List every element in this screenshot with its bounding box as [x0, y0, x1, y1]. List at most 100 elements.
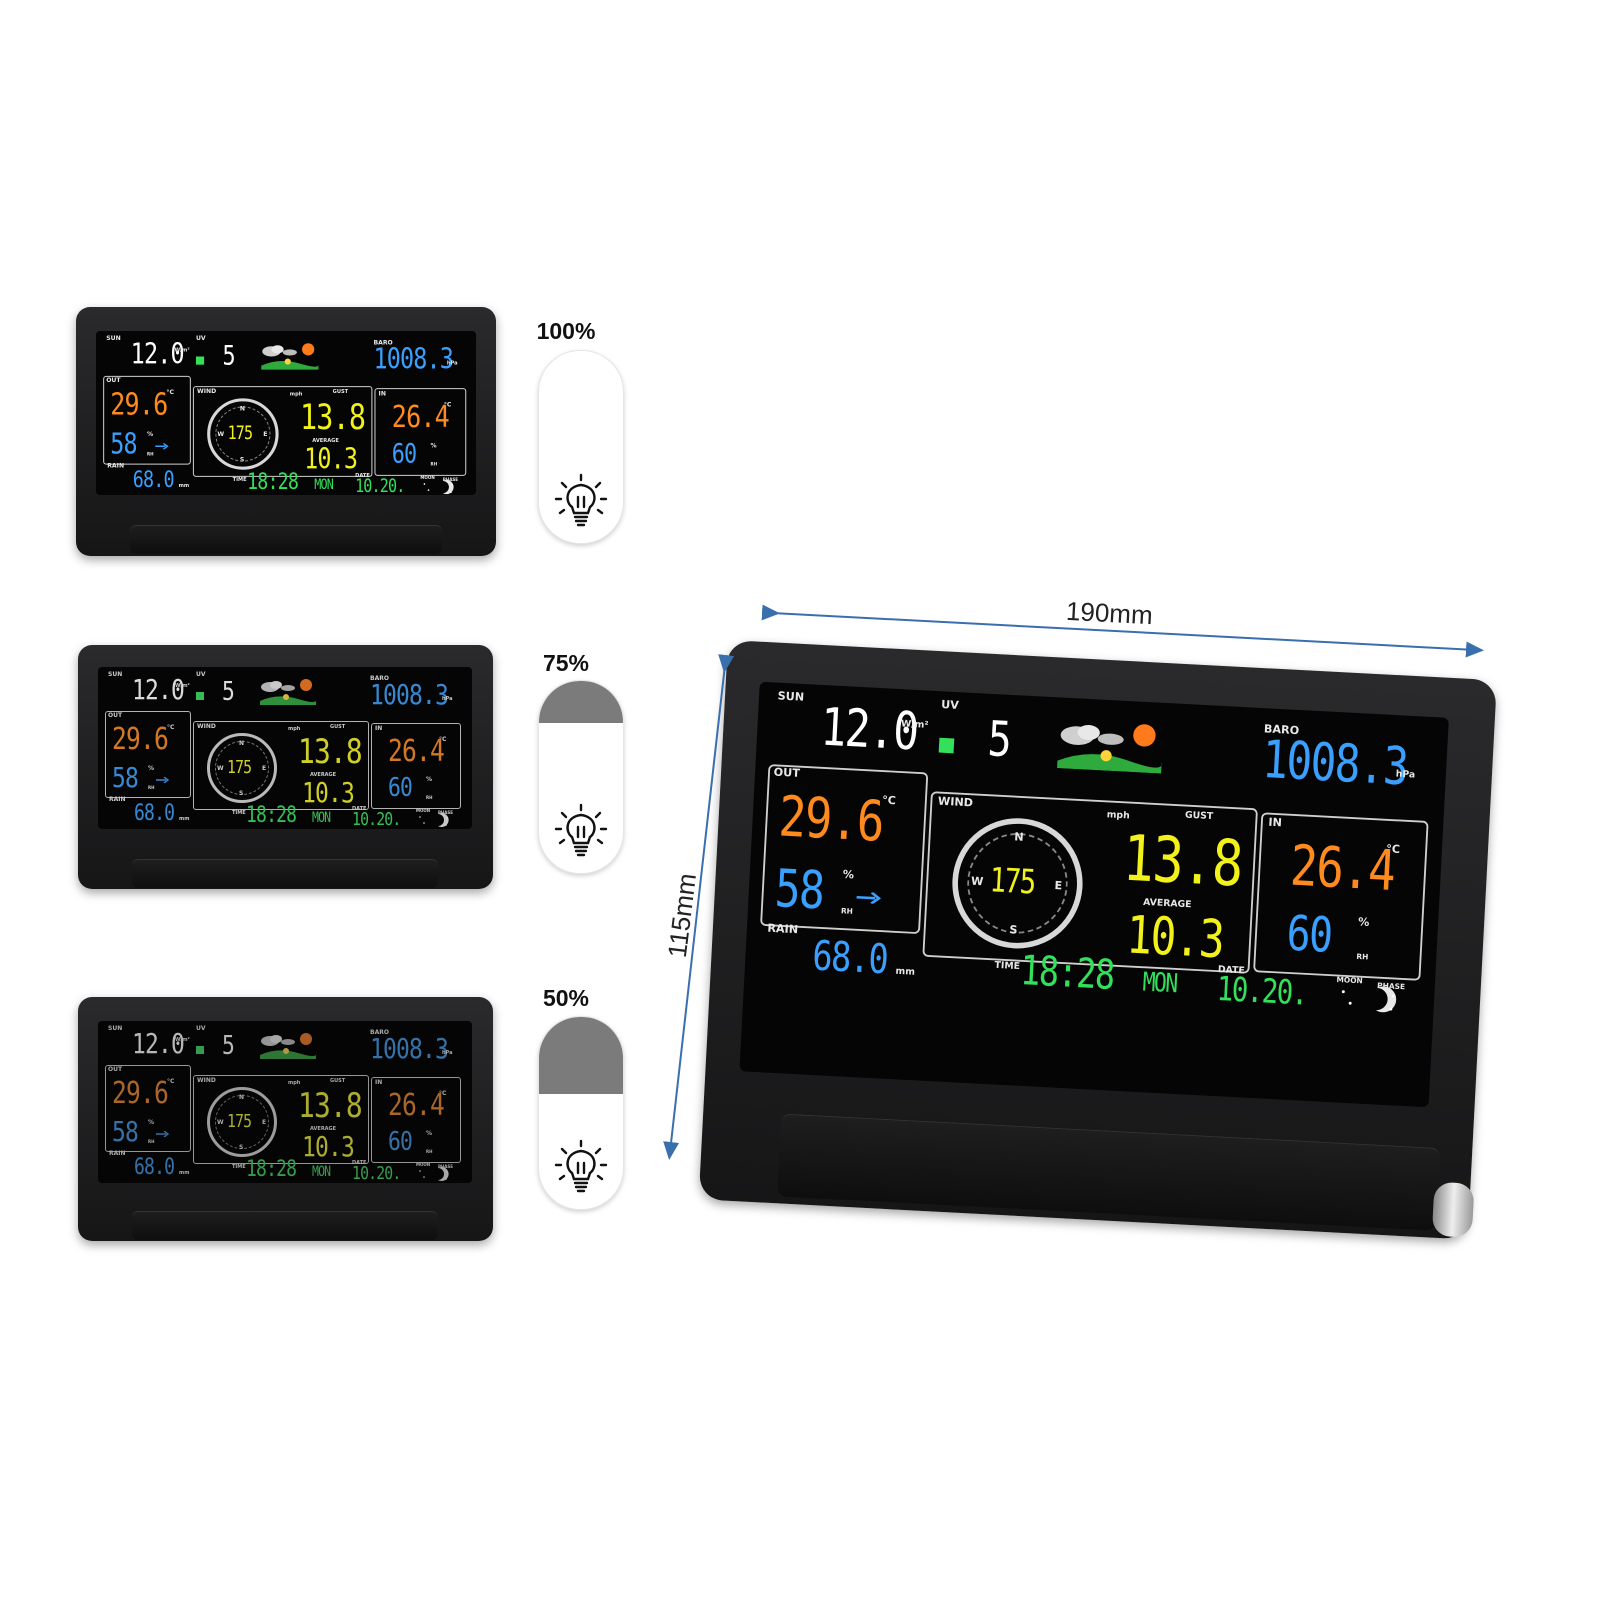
compass-w: W — [217, 430, 225, 439]
baro-label: BARO — [370, 675, 389, 682]
phase-label: PHASE — [442, 476, 459, 482]
compass-s: S — [239, 790, 244, 797]
wind-direction: 175 — [227, 422, 254, 445]
phase-label: PHASE — [438, 1164, 453, 1169]
wind-panel — [193, 1075, 369, 1164]
weather-forecast-icon — [260, 1033, 317, 1059]
in-humidity-unit: % — [430, 442, 437, 450]
screen-bezel: SUN 12.0 W/m² UV 5 BARO 1008.3 hPa OUT 2… — [98, 667, 472, 829]
sun-unit: W/m² — [174, 347, 190, 354]
wind-panel — [193, 721, 369, 810]
screen-bezel: SUN 12.0 W/m² UV 5 BARO 1008.3 hPa OUT 2… — [96, 331, 476, 495]
in-temp: 26.4 — [388, 734, 445, 769]
sun-label: SUN — [108, 1025, 123, 1032]
wind-gust: 13.8 — [300, 397, 366, 439]
out-humidity: 58 — [112, 761, 139, 794]
average-label: AVERAGE — [310, 1126, 337, 1132]
in-temp: 26.4 — [388, 1088, 445, 1123]
brightness-percent: 50% — [542, 985, 590, 1011]
lcd-screen: SUN 12.0 W/m² UV 5 BARO 1008.3 hPa OUT 2… — [744, 682, 1447, 1015]
weather-forecast-icon — [260, 679, 317, 705]
sun-unit: W/m² — [175, 1037, 190, 1043]
out-humidity-rh: RH — [148, 1139, 155, 1144]
moon-label: MOON — [416, 808, 431, 813]
in-humidity-unit: % — [426, 776, 433, 783]
moon-label: MOON — [420, 474, 435, 480]
compass-n: N — [239, 1094, 245, 1101]
in-humidity-unit: % — [426, 1130, 433, 1137]
brightness-pill — [538, 350, 624, 544]
in-humidity: 60 — [391, 439, 417, 470]
brightness-fill — [539, 1017, 623, 1094]
out-temp: 29.6 — [110, 387, 168, 423]
compass-w: W — [217, 765, 224, 772]
rain-value: 68.0 — [132, 467, 175, 494]
in-panel — [374, 388, 467, 476]
baro-unit: hPa — [442, 696, 453, 702]
baro-label: BARO — [373, 339, 393, 347]
weather-forecast-icon — [261, 343, 319, 370]
light-bulb-icon — [554, 473, 608, 527]
date-value: 10.20. — [352, 809, 401, 829]
sun-value: 12.0 — [132, 673, 185, 706]
compass-e: E — [262, 1119, 267, 1126]
in-label: IN — [375, 725, 383, 732]
in-temp: 26.4 — [391, 399, 450, 436]
wind-direction: 175 — [227, 1111, 252, 1132]
uv-value: 5 — [222, 677, 235, 707]
sun-label: SUN — [106, 335, 121, 343]
time-label: TIME — [232, 1164, 246, 1170]
wind-label: WIND — [197, 723, 216, 730]
in-humidity: 60 — [388, 1127, 413, 1157]
rain-label: RAIN — [109, 796, 126, 803]
day-value: MON — [312, 1164, 331, 1180]
average-label: AVERAGE — [310, 772, 337, 778]
compass-e: E — [262, 765, 267, 772]
out-humidity: 58 — [112, 1115, 139, 1148]
in-temp-unit: °C — [439, 1090, 447, 1097]
compass-icon — [207, 733, 277, 803]
uv-level-square — [195, 356, 205, 365]
brightness-percent: 100% — [536, 318, 596, 344]
out-temp: 29.6 — [112, 1076, 169, 1111]
time-label: TIME — [232, 476, 247, 483]
wind-average: 10.3 — [302, 776, 355, 809]
weather-station-50: SUN 12.0 W/m² UV 5 BARO 1008.3 hPa OUT 2… — [78, 997, 493, 1241]
wind-direction: 175 — [227, 757, 252, 778]
in-humidity-rh: RH — [430, 461, 438, 467]
brightness-pill — [538, 1016, 624, 1210]
time-value: 18:28 — [246, 803, 297, 828]
out-humidity-rh: RH — [147, 451, 154, 457]
average-label: AVERAGE — [312, 438, 339, 445]
out-temp-unit: °C — [167, 1078, 175, 1085]
compass-w: W — [217, 1119, 224, 1126]
out-temp-unit: °C — [167, 724, 175, 731]
time-label: TIME — [232, 810, 246, 816]
date-value: 10.20. — [352, 1163, 401, 1183]
light-bulb-icon — [554, 1139, 608, 1193]
brightness-pill — [538, 680, 624, 874]
baro-value: 1008.3 — [370, 678, 449, 711]
stand-hinge — [130, 525, 442, 554]
arrow-right-icon — [856, 891, 882, 905]
day-value: MON — [314, 476, 333, 494]
out-humidity-unit: % — [147, 430, 154, 439]
baro-unit: hPa — [442, 1050, 453, 1056]
baro-unit: hPa — [446, 360, 458, 367]
in-label: IN — [375, 1079, 383, 1086]
brightness-percent: 75% — [542, 650, 590, 676]
rain-label: RAIN — [107, 462, 125, 470]
in-temp-unit: °C — [443, 401, 452, 409]
arrow-right-icon — [155, 443, 169, 450]
date-label: DATE — [352, 1160, 367, 1166]
out-humidity-unit: % — [148, 1119, 155, 1126]
time-value: 18:28 — [246, 469, 299, 495]
uv-level-square — [196, 1046, 204, 1054]
out-panel — [105, 711, 191, 798]
rain-value: 68.0 — [134, 801, 175, 826]
screen-bezel: SUN 12.0 W/m² UV 5 BARO 1008.3 hPa OUT 2… — [739, 681, 1449, 1108]
in-label: IN — [378, 390, 386, 398]
baro-value: 1008.3 — [370, 1032, 449, 1065]
out-humidity-unit: % — [148, 765, 155, 772]
compass-n: N — [239, 405, 245, 413]
